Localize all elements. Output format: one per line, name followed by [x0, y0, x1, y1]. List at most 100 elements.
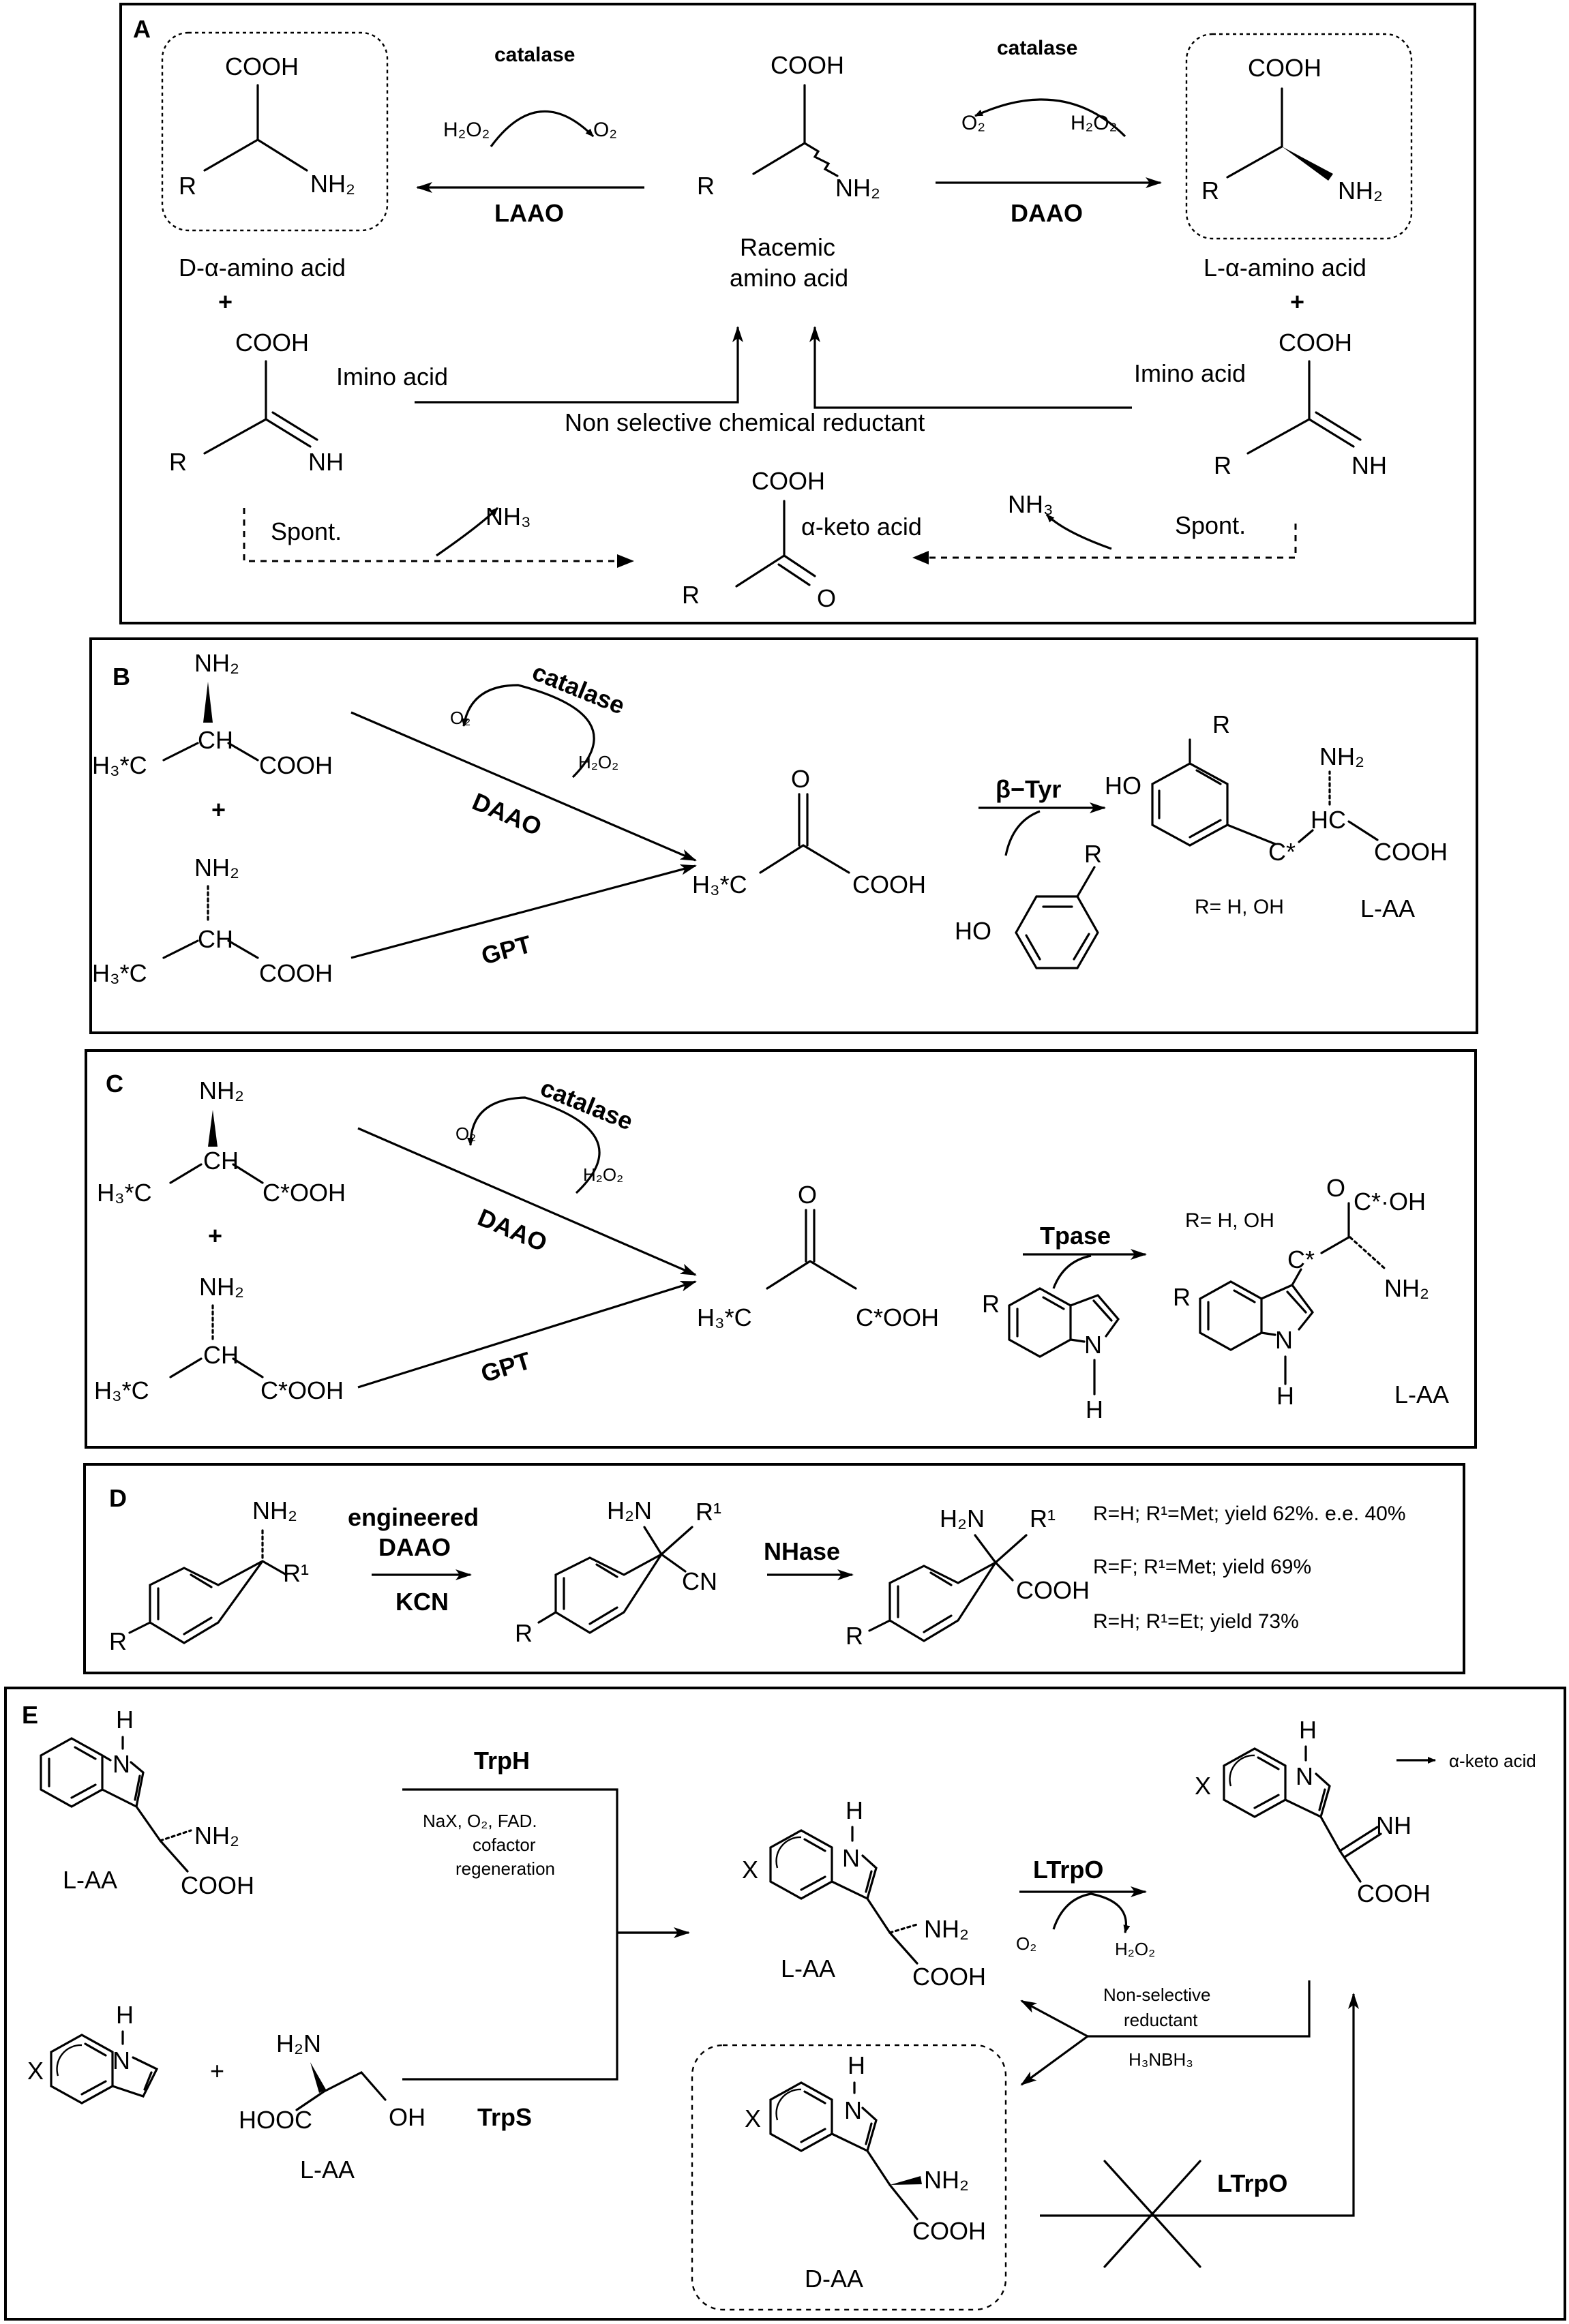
trph-trps-bracket	[402, 1788, 682, 2081]
panel-d: D NH₂ R¹ R engineered DAAO KCN H₂N R¹ CN…	[83, 1463, 1465, 1674]
atom-label: H₃*C	[697, 1303, 752, 1331]
atom-label: H	[116, 2001, 134, 2029]
plus-sign-e: +	[210, 2057, 224, 2085]
atom-label: HO	[1105, 772, 1141, 800]
imino-acid-right-label: Imino acid	[1134, 359, 1246, 387]
reductant-to-daa-arrow	[1020, 2035, 1088, 2086]
r-definition-b: R= H, OH	[1195, 896, 1284, 918]
trph-label: TrpH	[474, 1747, 530, 1775]
indole-imino-acid: H N X NH COOH	[1195, 1716, 1431, 1907]
wedge-bond	[1282, 147, 1333, 181]
pyruvate-c: O H₃*C C*OOH	[697, 1181, 939, 1331]
atom-label: R	[179, 172, 196, 200]
gpt-arrow-c	[357, 1280, 697, 1389]
atom-label: OH	[389, 2103, 425, 2131]
o2-c: O₂	[455, 1123, 476, 1144]
atom-label: NH₂	[194, 854, 239, 881]
atom-label: NH₂	[199, 1273, 244, 1301]
atom-label: NH	[1351, 451, 1387, 479]
trps-label: TrpS	[477, 2103, 532, 2131]
gpt-label-b: GPT	[478, 930, 534, 970]
h2o2-c: H₂O₂	[583, 1164, 623, 1185]
nh3-release-left	[436, 507, 499, 557]
catalase-cycle-c	[467, 1096, 601, 1194]
atom-label: R	[1212, 710, 1230, 738]
atom-label: NH₂	[310, 170, 355, 198]
panel-b-letter: B	[113, 663, 130, 691]
ring-bonds	[1008, 1287, 1120, 1358]
result-line-3: R=H; R¹=Et; yield 73%	[1093, 1610, 1299, 1633]
h2o2-right: H₂O₂	[1071, 112, 1117, 134]
reductant-to-laa-arrow	[1020, 1999, 1088, 2038]
atom-label: CH	[198, 726, 233, 754]
trph-cond-3: regeneration	[455, 1858, 555, 1879]
atom-label: X	[745, 2104, 761, 2132]
panel-a-letter: A	[133, 15, 151, 43]
aminonitrile-intermediate: H₂N R¹ CN R	[515, 1496, 721, 1647]
reductant-label: Non selective chemical reductant	[565, 408, 925, 436]
atom-label: C*OOH	[263, 1179, 346, 1207]
panel-b: B NH₂ CH H₃*C COOH + NH₂ CH H₃*C COOH DA…	[89, 637, 1478, 1034]
gpt-label-c: GPT	[477, 1346, 534, 1388]
atom-label: COOH	[225, 52, 299, 80]
o2-h2o2-curve	[1052, 1892, 1131, 1933]
tpase-label: Tpase	[1040, 1222, 1111, 1250]
plus-sign: +	[208, 1222, 222, 1250]
d-alanine-b: NH₂ CH H₃*C COOH	[92, 649, 333, 779]
daao-label-d: DAAO	[378, 1533, 451, 1561]
atom-label: NH	[308, 448, 344, 476]
atom-label: R	[1214, 451, 1231, 479]
atom-label: COOH	[1248, 54, 1321, 82]
amino-acid-product-d: H₂N R¹ COOH R	[846, 1505, 1090, 1650]
keto-acid-label-e: α-keto acid	[1449, 1751, 1536, 1771]
ring-bonds	[868, 1534, 1028, 1642]
atom-label: NH	[1376, 1811, 1411, 1839]
atom-label: H	[1299, 1716, 1317, 1744]
result-line-1: R=H; R¹=Met; yield 62%. e.e. 40%	[1093, 1503, 1406, 1525]
atom-label: CN	[682, 1567, 717, 1595]
atom-label: COOH	[259, 751, 333, 779]
d-amino-acid-label: D-α-amino acid	[179, 254, 346, 282]
d-alanine-c: NH₂ CH H₃*C C*OOH	[97, 1076, 346, 1207]
hash-bond	[888, 1922, 921, 1934]
ring-bonds	[537, 1526, 693, 1634]
reductant-arrow-left	[415, 326, 743, 404]
bonds	[162, 742, 259, 761]
substituted-indole-e: H N X	[27, 2001, 159, 2104]
o2-b: O₂	[450, 708, 470, 728]
atom-label: COOH	[912, 2217, 986, 2245]
laa-label-b: L-AA	[1360, 894, 1415, 922]
l-tryptophan-substrate: H N NH₂ COOH	[40, 1706, 254, 1899]
atom-label: H₃*C	[92, 959, 147, 987]
atom-label: NH₂	[924, 1915, 969, 1943]
atom-label: N	[844, 2096, 862, 2124]
imino-acid-left: COOH R NH	[169, 329, 344, 476]
spont-label-right: Spont.	[1175, 511, 1246, 539]
bonds	[759, 793, 850, 874]
atom-label: COOH	[1357, 1880, 1431, 1907]
atom-label: HC	[1311, 806, 1346, 834]
arrowhead	[617, 554, 634, 568]
l-alanine-c: NH₂ CH H₃*C C*OOH	[94, 1273, 344, 1404]
spont-arrow-left	[243, 508, 631, 562]
atom-label: C*OOH	[260, 1376, 344, 1404]
atom-label: H₃*C	[94, 1376, 149, 1404]
atom-label: C*	[1268, 838, 1296, 866]
o2-left: O₂	[593, 119, 617, 141]
atom-label: H	[116, 1706, 134, 1734]
substituted-indole-c: R N H	[982, 1287, 1120, 1423]
alpha-keto-acid-a: COOH R O	[682, 467, 836, 612]
atom-label: O	[1326, 1174, 1345, 1202]
daa-label: D-AA	[805, 2265, 863, 2293]
catalase-cycle-b	[461, 684, 595, 779]
engineered-label: engineered	[348, 1503, 479, 1531]
h2o2-b: H₂O₂	[578, 752, 618, 772]
atom-label: R	[515, 1619, 533, 1647]
ltrpo-label-bottom: LTrpO	[1217, 2169, 1287, 2197]
atom-label: N	[842, 1844, 860, 1872]
atom-label: O	[817, 584, 836, 612]
daao-label-a: DAAO	[1011, 199, 1083, 227]
atom-label: H	[846, 1796, 863, 1824]
panel-d-letter: D	[109, 1484, 127, 1512]
racemic-label-line2: amino acid	[730, 264, 848, 292]
